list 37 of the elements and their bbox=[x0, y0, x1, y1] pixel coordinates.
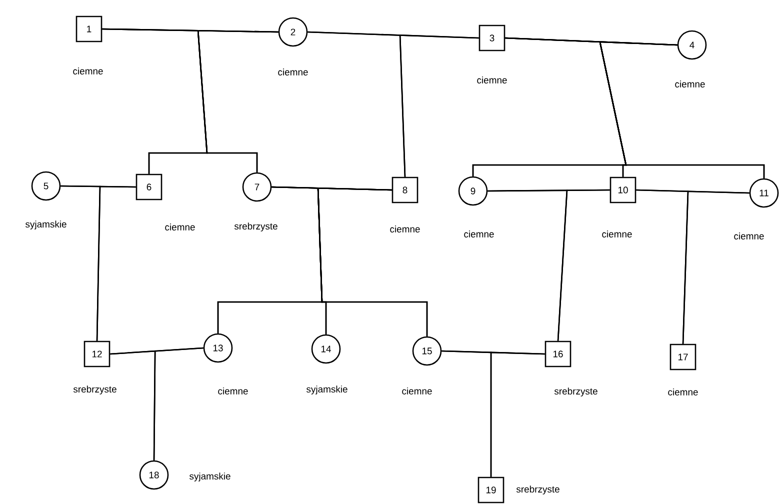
phenotype-label: syjamskie bbox=[190, 472, 230, 482]
pedigree-square: 17 bbox=[670, 344, 696, 370]
pedigree-square: 8 bbox=[392, 176, 418, 204]
descent-line bbox=[153, 347, 204, 460]
descent-line bbox=[490, 352, 545, 477]
phenotype-label: ciemne bbox=[390, 226, 420, 232]
pedigree-square: 1 bbox=[76, 16, 102, 42]
phenotype-label: srebrzyste bbox=[554, 388, 598, 396]
pedigree-square: 16 bbox=[544, 340, 572, 368]
phenotype-label: ciemne bbox=[278, 68, 308, 76]
pedigree-square: 10 bbox=[610, 176, 636, 204]
descent-line bbox=[96, 186, 136, 341]
phenotype-label: ciemne bbox=[218, 388, 248, 394]
pedigree-square: 6 bbox=[136, 174, 162, 200]
descent-line bbox=[317, 187, 428, 336]
pedigree-square: 3 bbox=[478, 24, 506, 52]
phenotype-label: ciemne bbox=[668, 388, 698, 396]
phenotype-label: ciemne bbox=[464, 230, 494, 238]
phenotype-label: srebrzyste bbox=[234, 222, 278, 232]
descent-line bbox=[682, 190, 750, 344]
phenotype-label: syjamskie bbox=[26, 220, 66, 230]
descent-line bbox=[557, 189, 610, 341]
pedigree-square: 12 bbox=[84, 340, 110, 368]
phenotype-label: ciemne bbox=[602, 230, 632, 238]
phenotype-label: ciemne bbox=[734, 232, 764, 240]
pedigree-square: 19 bbox=[478, 476, 504, 504]
phenotype-label: ciemne bbox=[73, 68, 103, 74]
descent-line bbox=[197, 30, 278, 172]
phenotype-label: ciemne bbox=[477, 76, 507, 84]
phenotype-label: ciemne bbox=[675, 80, 705, 88]
phenotype-label: syjamskie bbox=[306, 386, 348, 394]
descent-line bbox=[599, 41, 765, 178]
descent-line bbox=[399, 34, 479, 177]
phenotype-label: srebrzyste bbox=[73, 386, 116, 394]
phenotype-label: srebrzyste bbox=[516, 486, 560, 494]
phenotype-label: ciemne bbox=[402, 388, 432, 394]
phenotype-label: ciemne bbox=[165, 224, 195, 230]
